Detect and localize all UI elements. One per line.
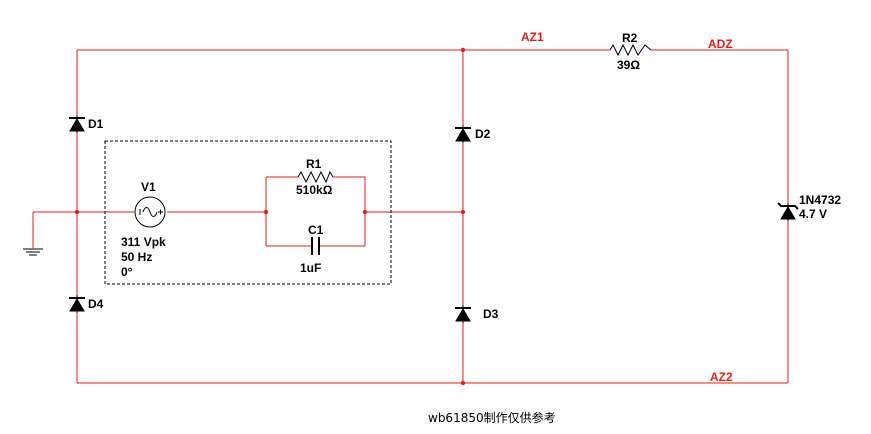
diode-d4-symbol[interactable] [69,295,85,313]
junction-top-mid [460,47,466,53]
diode-d3-symbol[interactable] [455,305,471,323]
junctions [74,47,466,386]
footer-note: wb61850制作仅供参考 [428,410,556,425]
junction-bottom-mid [460,380,466,386]
net-label-az1: AZ1 [521,30,544,44]
r1-label: R1 [306,157,322,171]
d3-label: D3 [483,307,499,321]
junction-left-node [74,209,80,215]
v1-amplitude: 311 Vpk [121,235,166,249]
capacitor-c1-symbol[interactable] [311,237,320,255]
junction-rc-right [362,209,368,215]
junction-rc-left [263,209,269,215]
diode-d2-symbol[interactable] [455,125,471,143]
ac-source-v1-symbol[interactable] [134,196,166,228]
d2-label: D2 [475,127,491,141]
source-group-box [104,140,392,285]
v1-label: V1 [141,180,156,194]
d4-label: D4 [88,297,104,311]
net-label-az2: AZ2 [710,370,733,384]
junction-mid-node [460,209,466,215]
diode-d1-symbol[interactable] [69,115,85,133]
resistor-r1-symbol[interactable] [297,170,334,184]
c1-label: C1 [308,223,324,237]
r1-value: 510kΩ [296,183,333,197]
v1-frequency: 50 Hz [121,250,152,264]
v1-phase: 0° [121,265,133,279]
r2-value: 39Ω [617,58,640,72]
zener-part-label: 1N4732 [799,193,841,207]
ground-icon [23,248,43,256]
resistor-r2-symbol[interactable] [609,43,652,57]
zener-voltage-label: 4.7 V [799,207,827,221]
d1-label: D1 [88,117,104,131]
r2-label: R2 [622,31,638,45]
net-label-adz: ADZ [708,37,733,51]
c1-value: 1uF [300,261,321,275]
zener-diode-symbol[interactable] [777,202,799,221]
